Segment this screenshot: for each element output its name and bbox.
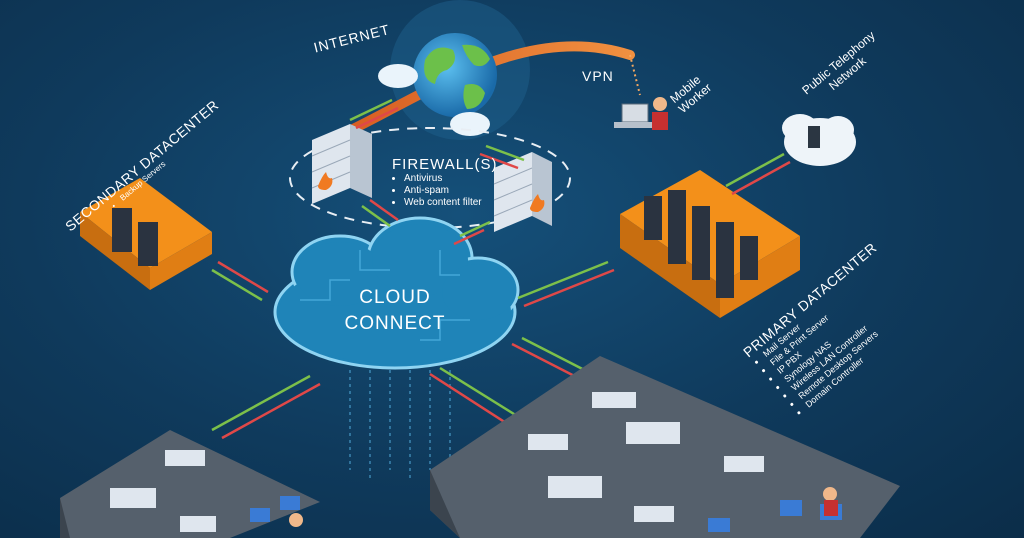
firewall-right-icon: [493, 152, 552, 232]
firewall-item: Anti-spam: [404, 185, 497, 197]
primary-datacenter-box: [620, 170, 800, 318]
firewall-item: Web content filter: [404, 197, 497, 209]
secondary-datacenter-box: [80, 178, 212, 290]
firewall-list: Antivirus Anti-spam Web content filter: [392, 173, 497, 209]
cloud-connect-line2: CONNECT: [344, 313, 446, 334]
firewall-block: FIREWALL(S) Antivirus Anti-spam Web cont…: [392, 156, 497, 209]
office-floor-left: [60, 430, 320, 538]
cloud-connect-shape: [273, 216, 520, 370]
firewall-left-icon: [311, 124, 372, 204]
telephony-cloud-icon: [782, 114, 856, 166]
firewall-boundary: [289, 127, 571, 229]
cloud-connect-label: CLOUD CONNECT: [310, 285, 480, 337]
data-stream: [349, 370, 451, 480]
cloud-connect-line1: CLOUD: [359, 287, 431, 308]
cloud-small-icon: [378, 64, 490, 136]
mobile-worker-icon: [614, 97, 668, 130]
office-floor-right: [430, 356, 900, 538]
vpn-label: VPN: [582, 68, 614, 84]
internet-globe-icon: [413, 33, 497, 117]
vpn-drip: [629, 54, 641, 96]
firewall-title: FIREWALL(S): [392, 156, 498, 173]
firewall-item: Antivirus: [404, 173, 497, 185]
